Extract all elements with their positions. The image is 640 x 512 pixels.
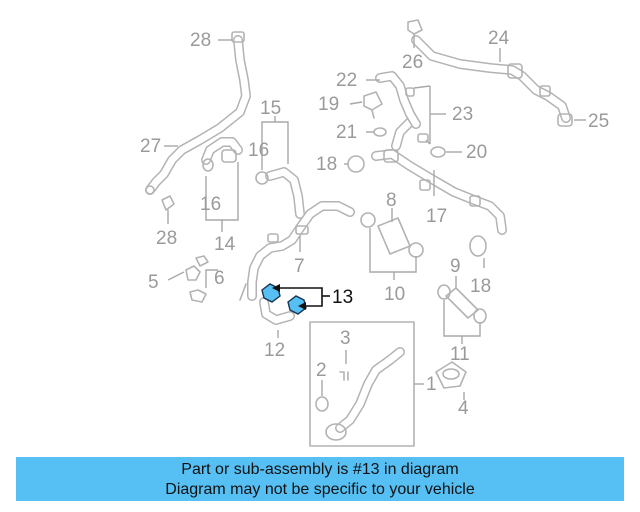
callout-4: 4 xyxy=(458,398,469,419)
part-13-clamps-highlight xyxy=(261,283,330,315)
callout-16-left: 16 xyxy=(200,194,221,215)
part-16-hose-left xyxy=(201,137,243,172)
part-4-fitting xyxy=(435,361,467,389)
part-20-clamp xyxy=(430,146,446,158)
part-26-clip xyxy=(407,19,423,35)
part-25-cap xyxy=(557,113,573,127)
callout-8: 8 xyxy=(386,190,397,211)
part-15-hose-right xyxy=(255,167,305,219)
part-1-box xyxy=(309,321,415,447)
callout-16-right: 16 xyxy=(248,140,269,161)
callout-28-top: 28 xyxy=(190,30,211,51)
callout-18-left: 18 xyxy=(316,154,337,175)
part-19-sensor xyxy=(363,91,383,119)
callout-3: 3 xyxy=(340,328,351,349)
callout-17: 17 xyxy=(426,206,447,227)
callout-numbers: 28 27 28 16 14 15 16 5 6 7 12 13 8 10 9 … xyxy=(140,28,609,419)
part-17-pipe xyxy=(371,115,507,235)
callout-7: 7 xyxy=(294,256,305,277)
banner-line-part: Part or sub-assembly is #13 in diagram xyxy=(181,461,459,478)
callout-13: 13 xyxy=(332,287,353,308)
callout-26: 26 xyxy=(402,52,423,73)
part-5-6-clips xyxy=(185,255,209,303)
callout-10: 10 xyxy=(384,284,405,305)
callout-25: 25 xyxy=(588,111,609,132)
parts-diagram: 28 27 28 16 14 15 16 5 6 7 12 13 8 10 9 … xyxy=(140,19,609,447)
part-24-pipe xyxy=(411,35,571,123)
callout-6: 6 xyxy=(214,268,225,289)
part-12-hose xyxy=(259,297,295,325)
leader-lines xyxy=(164,34,586,400)
callout-15: 15 xyxy=(260,98,281,119)
callout-19: 19 xyxy=(318,94,339,115)
part-28-pipe xyxy=(145,31,251,195)
callout-22: 22 xyxy=(336,70,357,91)
banner-line-disclaimer: Diagram may not be specific to your vehi… xyxy=(165,481,475,498)
part-21-bolt xyxy=(373,127,387,137)
callout-2: 2 xyxy=(316,360,327,381)
part-28-clip xyxy=(161,195,175,215)
callout-9: 9 xyxy=(450,256,461,277)
callout-11: 11 xyxy=(450,344,470,365)
info-banner: Part or sub-assembly is #13 in diagram D… xyxy=(16,457,624,501)
callout-24: 24 xyxy=(488,28,510,49)
callout-23: 23 xyxy=(452,104,473,125)
callout-18-right: 18 xyxy=(470,276,491,297)
part-7-hose xyxy=(239,201,355,301)
callout-14: 14 xyxy=(214,234,236,255)
callout-1: 1 xyxy=(426,374,437,395)
part-22-hose xyxy=(375,71,421,129)
callout-12: 12 xyxy=(264,340,285,361)
callout-5: 5 xyxy=(148,272,159,293)
callout-27: 27 xyxy=(140,136,161,157)
callout-28-bottom: 28 xyxy=(156,228,177,249)
callout-20: 20 xyxy=(466,142,487,163)
part-23-clips xyxy=(405,87,429,143)
callout-21: 21 xyxy=(336,122,357,143)
